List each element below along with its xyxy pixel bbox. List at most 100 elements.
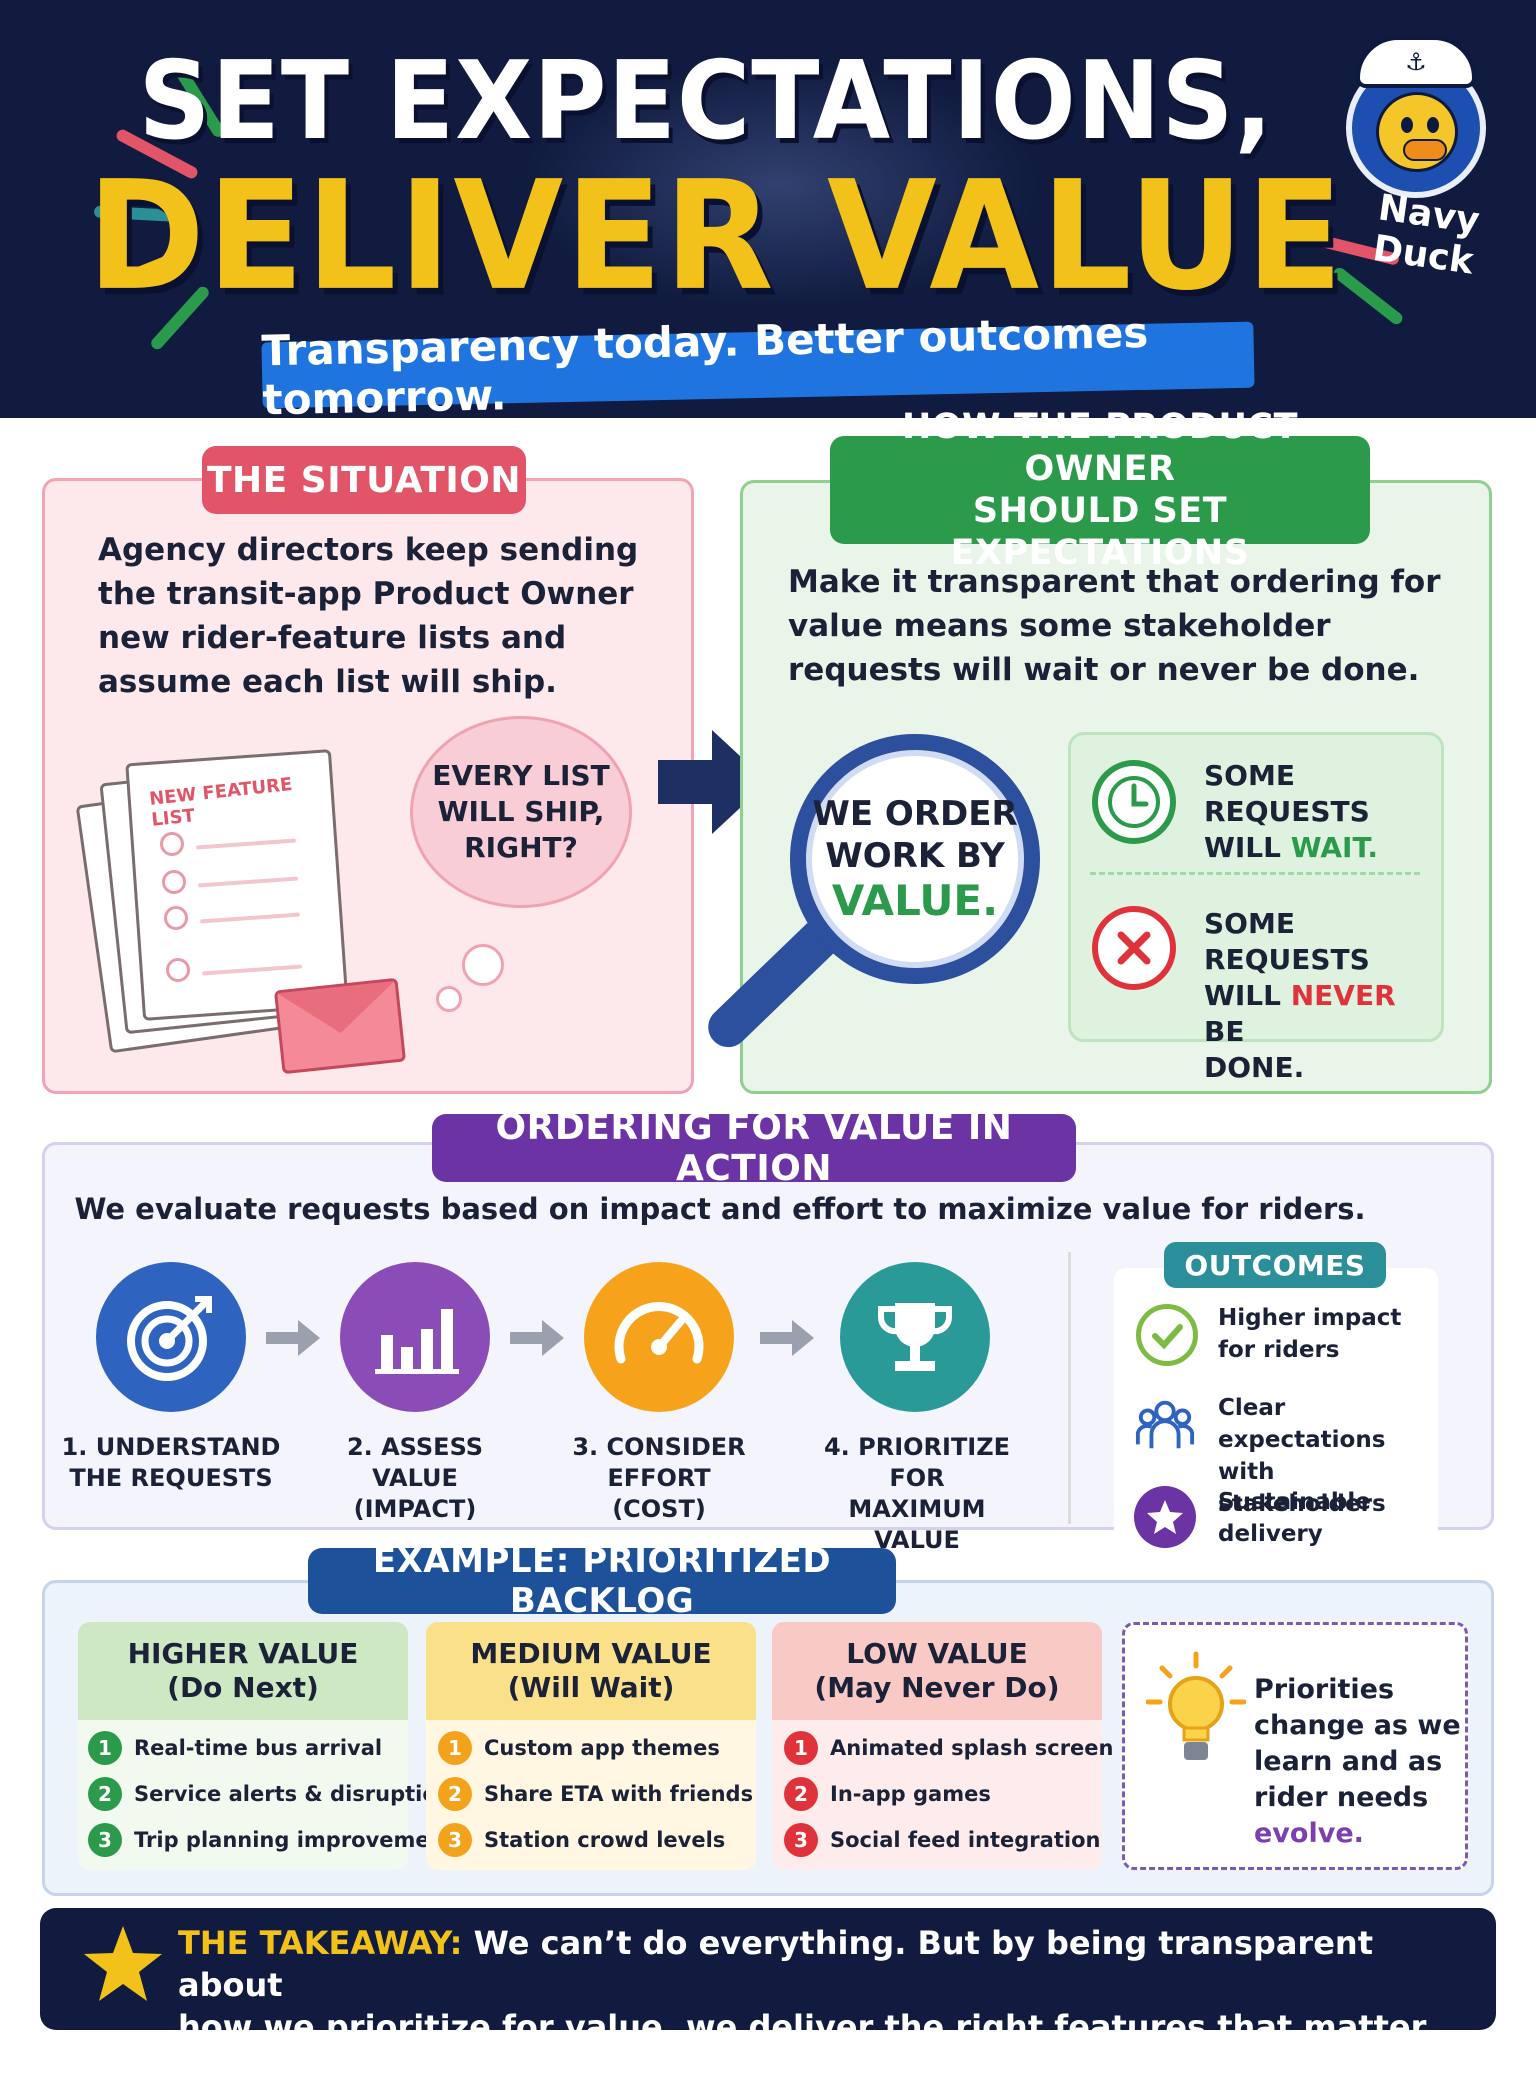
lens-value: VALUE. xyxy=(831,876,999,925)
outcome-line: for riders xyxy=(1218,1337,1340,1363)
list-item: 1 Animated splash screen xyxy=(784,1728,1113,1768)
list-item: 2 In-app games xyxy=(784,1774,991,1814)
check-circle-icon xyxy=(1136,1304,1198,1366)
never-text: SOME REQUESTS WILL NEVER BE DONE. xyxy=(1204,906,1434,1086)
outcome-line: Clear expectations xyxy=(1218,1395,1386,1453)
never-line: SOME REQUESTS xyxy=(1204,907,1370,976)
list-item: 1 Real-time bus arrival xyxy=(88,1728,382,1768)
step-label: 3. CONSIDER EFFORT (COST) xyxy=(544,1432,774,1525)
requests-box xyxy=(1068,732,1444,1042)
divider xyxy=(1090,872,1420,875)
wait-accent: WAIT. xyxy=(1290,831,1378,864)
list-item: 2 Service alerts & disruptions xyxy=(88,1774,464,1814)
outcome-line: Higher impact xyxy=(1218,1305,1402,1331)
ordering-subtitle: We evaluate requests based on impact and… xyxy=(74,1192,1366,1226)
arrow-right-icon xyxy=(760,1320,814,1356)
item-text: Social feed integration xyxy=(830,1828,1101,1852)
header-glow xyxy=(520,60,1040,310)
ordering-tag: ORDERING FOR VALUE IN ACTION xyxy=(432,1107,1076,1189)
column-header: HIGHER VALUE (Do Next) xyxy=(78,1622,408,1720)
column-title-line: (Do Next) xyxy=(167,1671,319,1704)
note-text: Priorities change as we learn and as rid… xyxy=(1254,1672,1464,1852)
arrow-right-icon xyxy=(510,1320,564,1356)
column-header: MEDIUM VALUE (Will Wait) xyxy=(426,1622,756,1720)
number-badge: 1 xyxy=(784,1731,818,1765)
tag-line: SHOULD SET EXPECTATIONS xyxy=(950,491,1250,573)
situation-text: Agency directors keep sending the transi… xyxy=(98,532,639,700)
duck-beak xyxy=(1403,139,1447,161)
title-line-1: SET EXPECTATIONS, xyxy=(138,37,1274,164)
medium-value-column: MEDIUM VALUE (Will Wait) xyxy=(426,1622,756,1870)
divider xyxy=(1068,1252,1071,1524)
thought-dot xyxy=(462,944,504,986)
step-line: 4. PRIORITIZE FOR xyxy=(823,1433,1011,1492)
number-badge: 3 xyxy=(784,1823,818,1857)
takeaway-banner xyxy=(40,1908,1496,2030)
step-line: (COST) xyxy=(612,1495,706,1523)
check-glyph xyxy=(1152,1324,1183,1350)
envelope-icon xyxy=(273,977,407,1075)
item-text: In-app games xyxy=(830,1782,991,1806)
trophy-glyph xyxy=(877,1303,953,1371)
bar-chart-glyph xyxy=(375,1309,459,1374)
never-line: BE xyxy=(1204,1015,1245,1048)
number-badge: 2 xyxy=(784,1777,818,1811)
takeaway-line: how we prioritize for value, we deliver … xyxy=(178,2008,1427,2088)
column-body xyxy=(426,1720,756,1870)
item-text: Station crowd levels xyxy=(484,1828,726,1852)
takeaway-line: We can’t do everything. But by being tra… xyxy=(178,1924,1373,2004)
step-label: 2. ASSESS VALUE (IMPACT) xyxy=(300,1432,530,1525)
wait-line: SOME REQUESTS xyxy=(1204,759,1370,828)
envelope-flap xyxy=(277,981,400,1040)
title-line-2: DELIVER VALUE xyxy=(87,149,1345,324)
note-accent: evolve. xyxy=(1254,1818,1364,1849)
item-text: Service alerts & disruptions xyxy=(134,1782,465,1806)
step-label: 4. PRIORITIZE FOR MAXIMUM VALUE xyxy=(802,1432,1032,1556)
backlog-tag: EXAMPLE: PRIORITIZED BACKLOG xyxy=(308,1541,896,1621)
star-circle-icon xyxy=(1134,1486,1196,1548)
list-item: 1 Custom app themes xyxy=(438,1728,720,1768)
list-item: 3 Social feed integration xyxy=(784,1820,1100,1860)
higher-value-column: HIGHER VALUE (Do Next) xyxy=(78,1622,408,1870)
arrow-right-icon xyxy=(266,1320,320,1356)
number-badge: 2 xyxy=(438,1777,472,1811)
outcome-text: Sustainable delivery xyxy=(1218,1486,1438,1550)
column-body xyxy=(772,1720,1102,1870)
outcome-line: delivery xyxy=(1218,1521,1323,1547)
thought-line: RIGHT? xyxy=(464,831,578,864)
column-title-line: LOW VALUE xyxy=(846,1637,1028,1670)
target-icon xyxy=(96,1262,246,1412)
column-title-line: MEDIUM VALUE xyxy=(470,1637,712,1670)
takeaway-head: THE TAKEAWAY: xyxy=(178,1924,463,1962)
list-item: 3 Station crowd levels xyxy=(438,1820,725,1860)
thought-line: WILL SHIP, xyxy=(437,795,605,828)
duck-eye xyxy=(1401,117,1413,133)
lens-line: WORK BY xyxy=(825,836,1005,876)
item-text: Share ETA with friends xyxy=(484,1782,754,1806)
number-badge: 1 xyxy=(438,1731,472,1765)
checkbox-icon xyxy=(164,906,188,930)
checkbox-icon xyxy=(160,832,184,856)
never-accent: NEVER xyxy=(1290,979,1396,1012)
outcome-text: Higher impact for riders xyxy=(1218,1302,1438,1366)
step-line: 1. UNDERSTAND xyxy=(61,1433,281,1461)
column-header: LOW VALUE (May Never Do) xyxy=(772,1622,1102,1720)
note-main: Priorities change as we learn and as rid… xyxy=(1254,1674,1461,1813)
thought-bubble: EVERY LIST WILL SHIP, RIGHT? xyxy=(410,716,632,908)
x-circle-icon xyxy=(1092,906,1176,990)
gauge-icon xyxy=(584,1262,734,1412)
outcomes-tag: OUTCOMES xyxy=(1164,1242,1386,1288)
column-title-line: (Will Wait) xyxy=(507,1671,675,1704)
thought-dot xyxy=(436,986,462,1012)
duck-face-icon xyxy=(1376,92,1458,172)
thought-text: EVERY LIST WILL SHIP, RIGHT? xyxy=(432,758,610,866)
step-line: 2. ASSESS VALUE xyxy=(346,1433,484,1492)
people-glyph xyxy=(1135,1400,1195,1449)
takeaway-text: THE TAKEAWAY: We can’t do everything. Bu… xyxy=(178,1922,1428,2090)
tag-line: HOW THE PRODUCT OWNER xyxy=(902,407,1298,489)
low-value-column: LOW VALUE (May Never Do) xyxy=(772,1622,1102,1870)
list-item: 3 Trip planning improvements xyxy=(88,1820,467,1860)
bar-chart-icon xyxy=(340,1262,490,1412)
list-item: 2 Share ETA with friends xyxy=(438,1774,753,1814)
duck-eye xyxy=(1427,117,1439,133)
